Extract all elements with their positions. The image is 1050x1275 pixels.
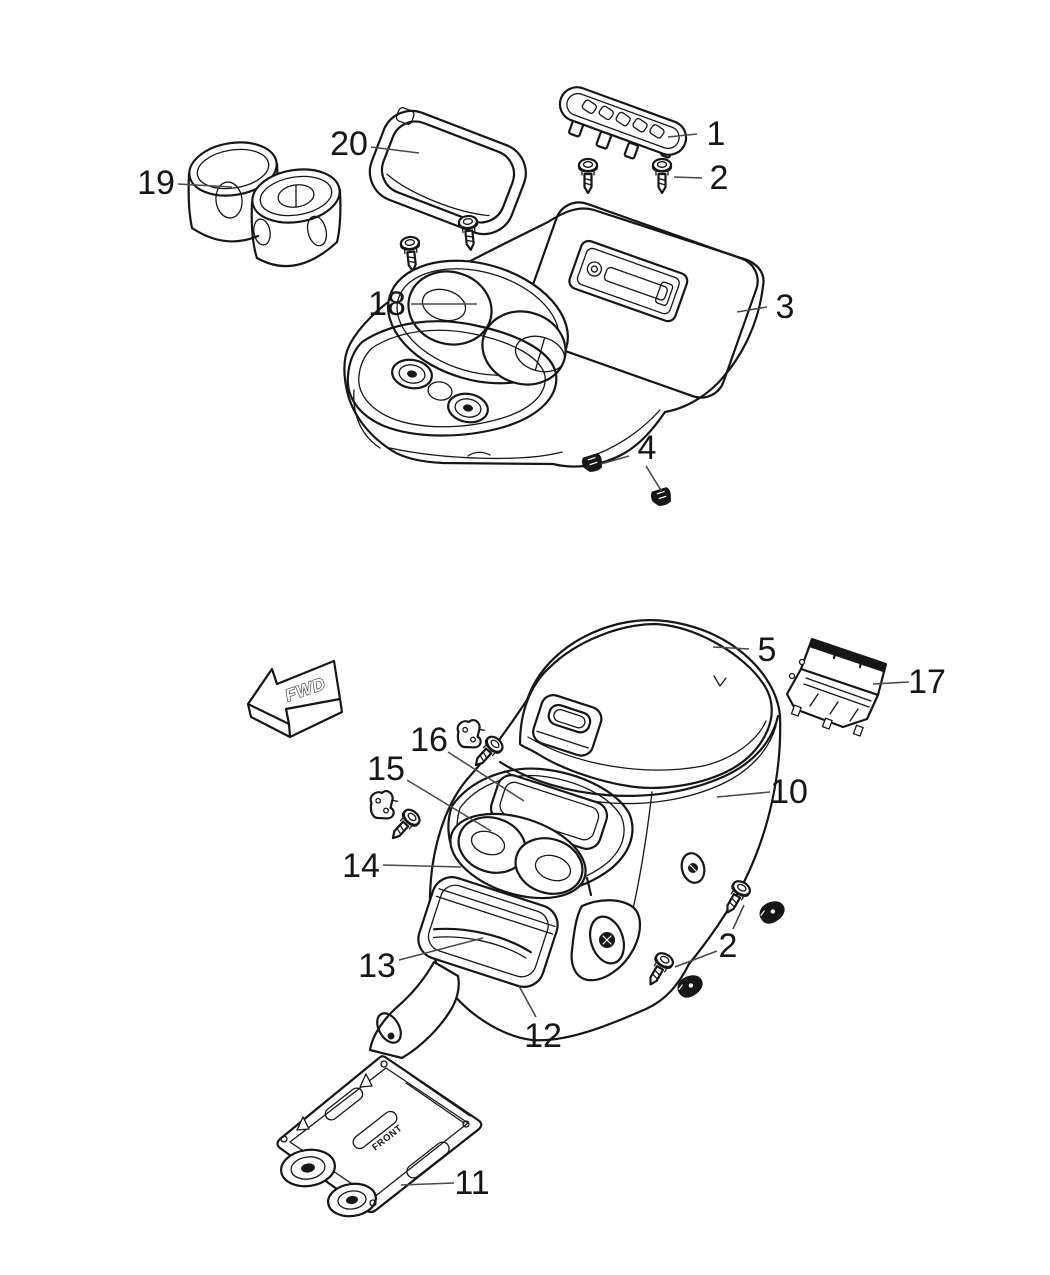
callout-leader-20 xyxy=(370,146,420,154)
fwd-arrow: FWD xyxy=(246,659,344,739)
callout-leader-2 xyxy=(732,904,745,930)
callout-leader-16 xyxy=(447,751,525,802)
callout-leader-4 xyxy=(600,455,630,465)
part-2-screws-upper xyxy=(577,157,673,195)
part-18-cupholder-top xyxy=(387,259,569,386)
callout-leader-12 xyxy=(518,985,537,1018)
callout-leader-17 xyxy=(872,681,910,685)
callout-11: 11 xyxy=(454,1164,489,1202)
callout-19: 19 xyxy=(137,164,175,202)
callout-leader-2 xyxy=(673,176,703,179)
lid-rim-line xyxy=(498,714,780,797)
callout-leader-5 xyxy=(712,646,750,650)
callout-2: 2 xyxy=(710,159,729,197)
front-tray-recess xyxy=(346,320,558,437)
part-11-mounting-bracket: FRONT xyxy=(276,1055,483,1218)
part-19-cupholder-insert xyxy=(187,141,342,268)
callout-leader-2 xyxy=(674,950,718,968)
callout-18: 18 xyxy=(368,285,406,323)
rear-edge-latch xyxy=(680,852,706,884)
callout-leader-3 xyxy=(736,306,768,313)
callout-leader-13 xyxy=(398,937,484,961)
callout-3: 3 xyxy=(776,288,795,326)
callout-13: 13 xyxy=(358,947,396,985)
callout-leader-14 xyxy=(382,864,462,868)
grid-mat-surface xyxy=(521,201,759,399)
callout-16: 16 xyxy=(410,721,448,759)
shifter-opening xyxy=(568,239,689,323)
front-deck xyxy=(447,767,634,900)
bracket-grommet-b xyxy=(327,1182,377,1218)
callout-leader-11 xyxy=(400,1182,455,1186)
callout-leader-10 xyxy=(716,791,771,798)
callout-leader-19 xyxy=(177,183,233,188)
part-1-bezel xyxy=(558,86,688,160)
callout-20: 20 xyxy=(330,125,368,163)
part-3-console-upper xyxy=(343,201,765,468)
callout-1: 1 xyxy=(707,115,726,153)
part-20-console-liner xyxy=(368,107,527,236)
callout-leader-15 xyxy=(406,779,492,832)
callout-5: 5 xyxy=(758,631,777,669)
part-4-retainer-clips xyxy=(580,451,674,509)
part-13-storage-bin xyxy=(417,876,559,988)
callout-12: 12 xyxy=(524,1017,562,1055)
part-17-bracket-rear xyxy=(785,637,888,737)
part-5-armrest-lid xyxy=(518,622,773,789)
callout-leader-4 xyxy=(645,465,663,493)
lid-latch xyxy=(532,694,603,757)
callout-10: 10 xyxy=(770,773,808,811)
callout-leader-1 xyxy=(667,133,698,138)
bracket-grommet-a xyxy=(280,1148,336,1188)
callout-4: 4 xyxy=(638,429,657,467)
callout-14: 14 xyxy=(342,847,380,885)
part-15-cupholders xyxy=(449,812,593,900)
callout-15: 15 xyxy=(367,750,405,788)
callout-2: 2 xyxy=(719,927,738,965)
callout-17: 17 xyxy=(908,663,946,701)
